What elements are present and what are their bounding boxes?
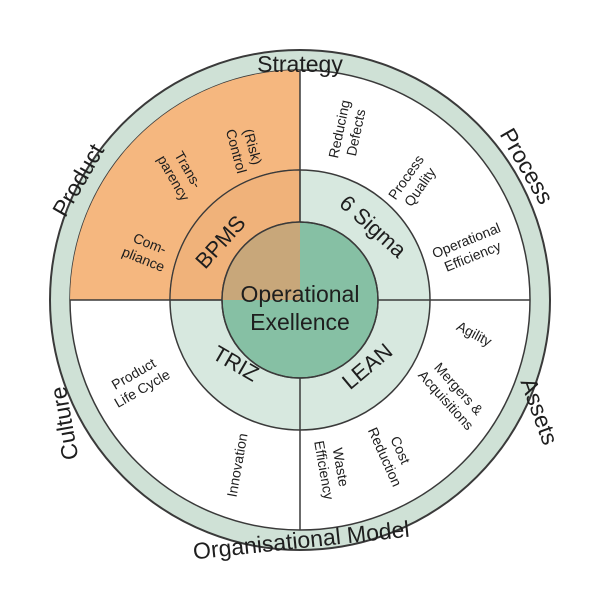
ring-label-top: Strategy bbox=[257, 51, 343, 77]
center-label-line1: Operational bbox=[241, 281, 360, 307]
center-label-line2: Exellence bbox=[250, 309, 350, 335]
center-highlight-quadrant bbox=[222, 222, 300, 300]
svg-text:Waste: Waste bbox=[330, 446, 353, 488]
segment-risk-control: (Risk) Control bbox=[223, 127, 265, 175]
